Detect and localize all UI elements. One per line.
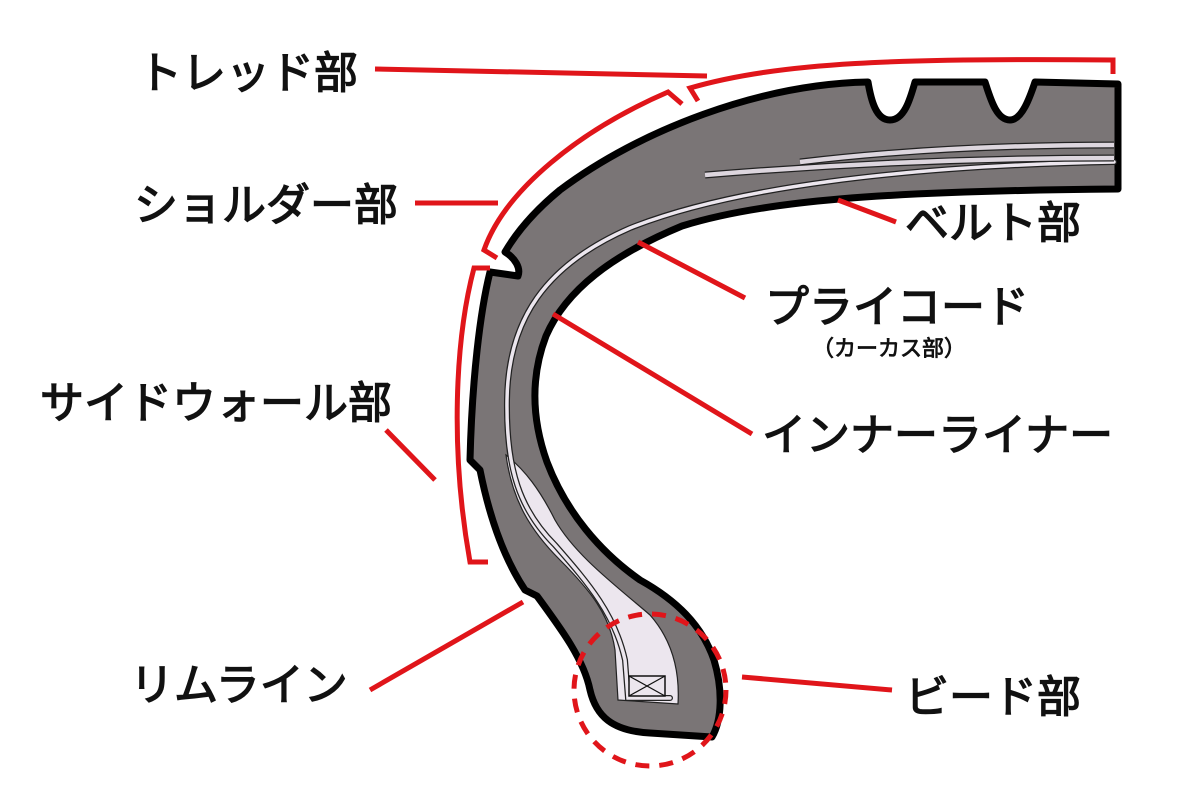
sidewall-leader	[384, 428, 437, 482]
bead-leader	[741, 674, 893, 693]
tire-rubber	[466, 78, 1122, 741]
label-shoulder: ショルダー部	[134, 180, 398, 231]
tread-leader	[374, 66, 708, 79]
label-tread: トレッド部	[138, 48, 358, 99]
shoulder-bracket	[480, 89, 684, 261]
ply-leader	[636, 239, 747, 301]
belt-upper-fill	[799, 142, 1115, 165]
label-sidewall: サイドウォール部	[40, 378, 392, 429]
label-inner-liner: インナーライナー	[762, 410, 1113, 461]
bead-circle	[571, 611, 729, 769]
belt-lower-fill	[704, 155, 1115, 178]
sidewall-bracket	[454, 265, 490, 565]
ply-cord-fill	[505, 160, 1116, 700]
label-bead: ビード部	[905, 672, 1081, 723]
leader-lines	[368, 57, 1116, 769]
label-belt: ベルト部	[905, 198, 1081, 249]
label-ply-cord: プライコード	[765, 282, 1029, 333]
bead-core-icon	[628, 675, 666, 697]
bead-filler	[505, 453, 679, 705]
tread-bracket	[686, 57, 1116, 103]
rimline-leader	[368, 599, 525, 693]
label-carcass: （カーカス部）	[812, 336, 966, 362]
label-rimline: リムライン	[130, 660, 348, 711]
belt-leader	[837, 197, 897, 225]
inner-liner-leader	[551, 311, 754, 437]
